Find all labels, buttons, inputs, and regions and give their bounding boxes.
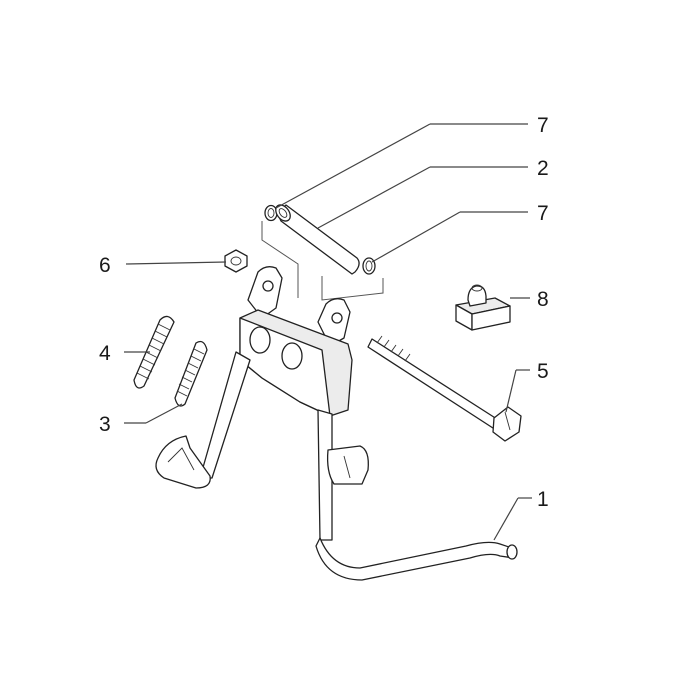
leader-1: [493, 497, 519, 541]
callout-7-top: 7: [537, 114, 549, 137]
leader-lines: [124, 123, 532, 541]
leader-2: [317, 166, 431, 229]
leader-5: [505, 369, 517, 413]
callout-1: 1: [537, 488, 549, 511]
spring-large: [133, 315, 175, 389]
rubber-buffer: [455, 284, 511, 331]
o-ring-bottom: [362, 257, 376, 275]
callout-7-bottom: 7: [537, 202, 549, 225]
assembly-guides: [261, 221, 384, 301]
callout-labels: 7 2 7 6 8 4 5 3 1: [99, 114, 549, 511]
callout-8: 8: [537, 288, 549, 311]
center-stand: [155, 266, 518, 581]
leader-7-bottom: [371, 211, 461, 263]
spring-small: [174, 340, 208, 407]
leader-6: [125, 261, 227, 265]
o-ring-top: [264, 204, 278, 222]
callout-3: 3: [99, 413, 111, 436]
pivot-tube: [275, 204, 360, 275]
callout-2: 2: [537, 157, 549, 180]
bolt: [367, 335, 522, 442]
callout-6: 6: [99, 254, 111, 277]
leader-7-top: [275, 123, 431, 209]
callout-4: 4: [99, 342, 111, 365]
leader-3-slant: [145, 403, 183, 424]
nut: [224, 249, 248, 273]
callout-5: 5: [537, 360, 549, 383]
